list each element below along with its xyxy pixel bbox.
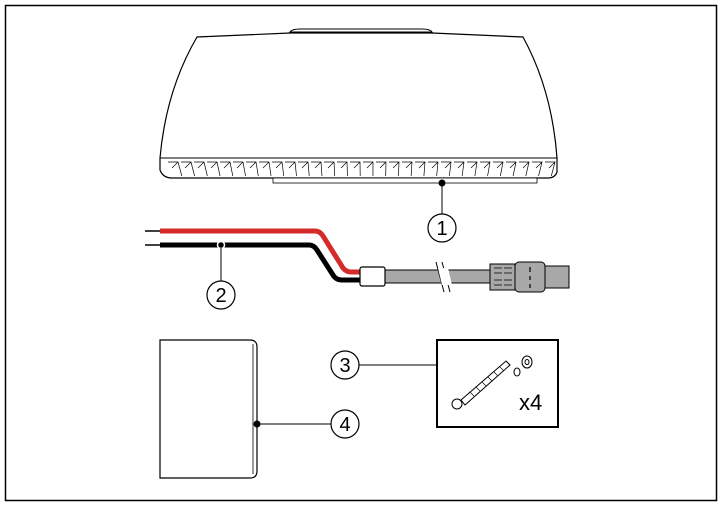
quantity-label: x4	[519, 390, 542, 415]
vent-fin	[376, 161, 387, 177]
vent-fin	[233, 161, 246, 177]
callout-2: 2	[206, 280, 236, 310]
vent-fin	[389, 161, 400, 177]
vent-fin	[480, 161, 491, 177]
svg-text:4: 4	[339, 414, 350, 436]
vent-fin	[181, 161, 195, 177]
svg-text:3: 3	[339, 355, 350, 377]
power-cable	[145, 227, 570, 293]
cable-joint	[359, 266, 386, 287]
vent-fin	[454, 161, 465, 177]
vent-fin	[324, 161, 336, 177]
radome-scanner	[159, 28, 558, 184]
vent-fin	[467, 161, 478, 177]
vent-fin	[428, 161, 439, 177]
fixing-kit-box	[436, 339, 559, 428]
washer-icon	[513, 367, 521, 377]
vent-fin	[311, 161, 323, 177]
vent-fin	[220, 161, 234, 177]
vent-fin	[246, 161, 259, 177]
vent-fin	[207, 161, 221, 177]
callout-4: 4	[330, 409, 360, 439]
vent-fin	[363, 161, 374, 177]
callout-2-dot	[216, 240, 226, 250]
vent-fin	[350, 161, 361, 177]
vent-fin	[168, 161, 183, 177]
callout-1: 1	[427, 213, 457, 243]
vent-fin	[493, 161, 504, 177]
washer-icon	[521, 355, 533, 369]
vent-fin	[441, 161, 452, 177]
vent-fin	[272, 161, 285, 177]
screw-icon	[451, 360, 511, 410]
documentation-booklet	[159, 339, 258, 479]
vent-fin	[532, 161, 543, 177]
vent-fin	[545, 161, 556, 177]
vent-fin	[285, 161, 297, 177]
vent-fin	[415, 161, 426, 177]
connector-plug	[489, 261, 570, 293]
vent-fin	[337, 161, 348, 177]
black-wire	[160, 242, 362, 283]
red-wire	[160, 228, 362, 275]
vent-fin	[402, 161, 413, 177]
vent-fin	[194, 161, 208, 177]
svg-text:1: 1	[436, 218, 447, 240]
vent-fin	[519, 161, 530, 177]
vent-fin	[298, 161, 310, 177]
callout-3: 3	[330, 350, 360, 380]
vent-fin	[259, 161, 272, 177]
svg-text:2: 2	[215, 285, 226, 307]
vent-fin	[506, 161, 517, 177]
